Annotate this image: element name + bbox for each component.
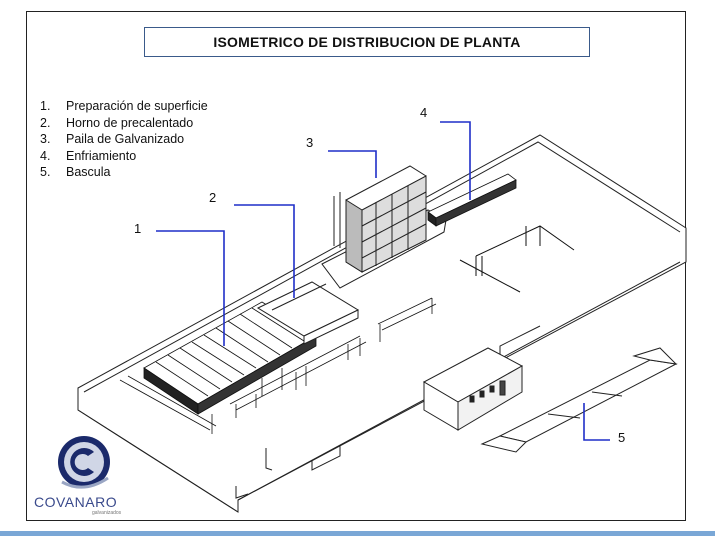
perimeter-fence	[235, 325, 541, 499]
truck-scale	[480, 347, 678, 453]
legend-item: 4.Enfriamiento	[40, 148, 137, 163]
slide-frame	[26, 11, 686, 521]
page-title: ISOMETRICO DE DISTRIBUCION DE PLANTA	[213, 34, 521, 50]
galvanizing-building	[321, 165, 447, 289]
crane-rails	[229, 297, 437, 418]
legend-item: 2.Horno de precalentado	[40, 115, 194, 130]
legend-item: 5.Bascula	[40, 165, 111, 179]
crane-frame-right	[459, 225, 575, 293]
callout-number-4: 4	[420, 105, 428, 120]
cooling-tank	[427, 173, 517, 227]
legend-item: 3.Paila de Galvanizado	[40, 132, 185, 146]
surface-preparation-tanks	[119, 301, 317, 434]
brand-subtitle: galvanizados	[92, 510, 122, 516]
callout-leaders	[156, 121, 610, 441]
callout-leader-2	[234, 204, 295, 298]
callout-number-2: 2	[209, 190, 217, 205]
callout-number-3: 3	[306, 135, 314, 150]
title-box: ISOMETRICO DE DISTRIBUCION DE PLANTA	[144, 27, 590, 57]
brand-name: COVANARO	[34, 494, 118, 510]
bottom-accent-bar	[0, 531, 715, 536]
callout-leader-1	[156, 230, 225, 346]
callout-leader-3	[328, 150, 377, 178]
callout-leader-5	[583, 403, 610, 441]
office-building	[422, 347, 524, 431]
legend-item: 1.Preparación de superficie	[40, 99, 208, 113]
callout-number-5: 5	[618, 430, 626, 445]
legend-list: 1.Preparación de superficie 2.Horno de p…	[40, 98, 208, 181]
covanaro-logo-icon	[58, 436, 110, 489]
callout-number-1: 1	[134, 221, 142, 236]
callout-leader-4	[440, 121, 471, 200]
